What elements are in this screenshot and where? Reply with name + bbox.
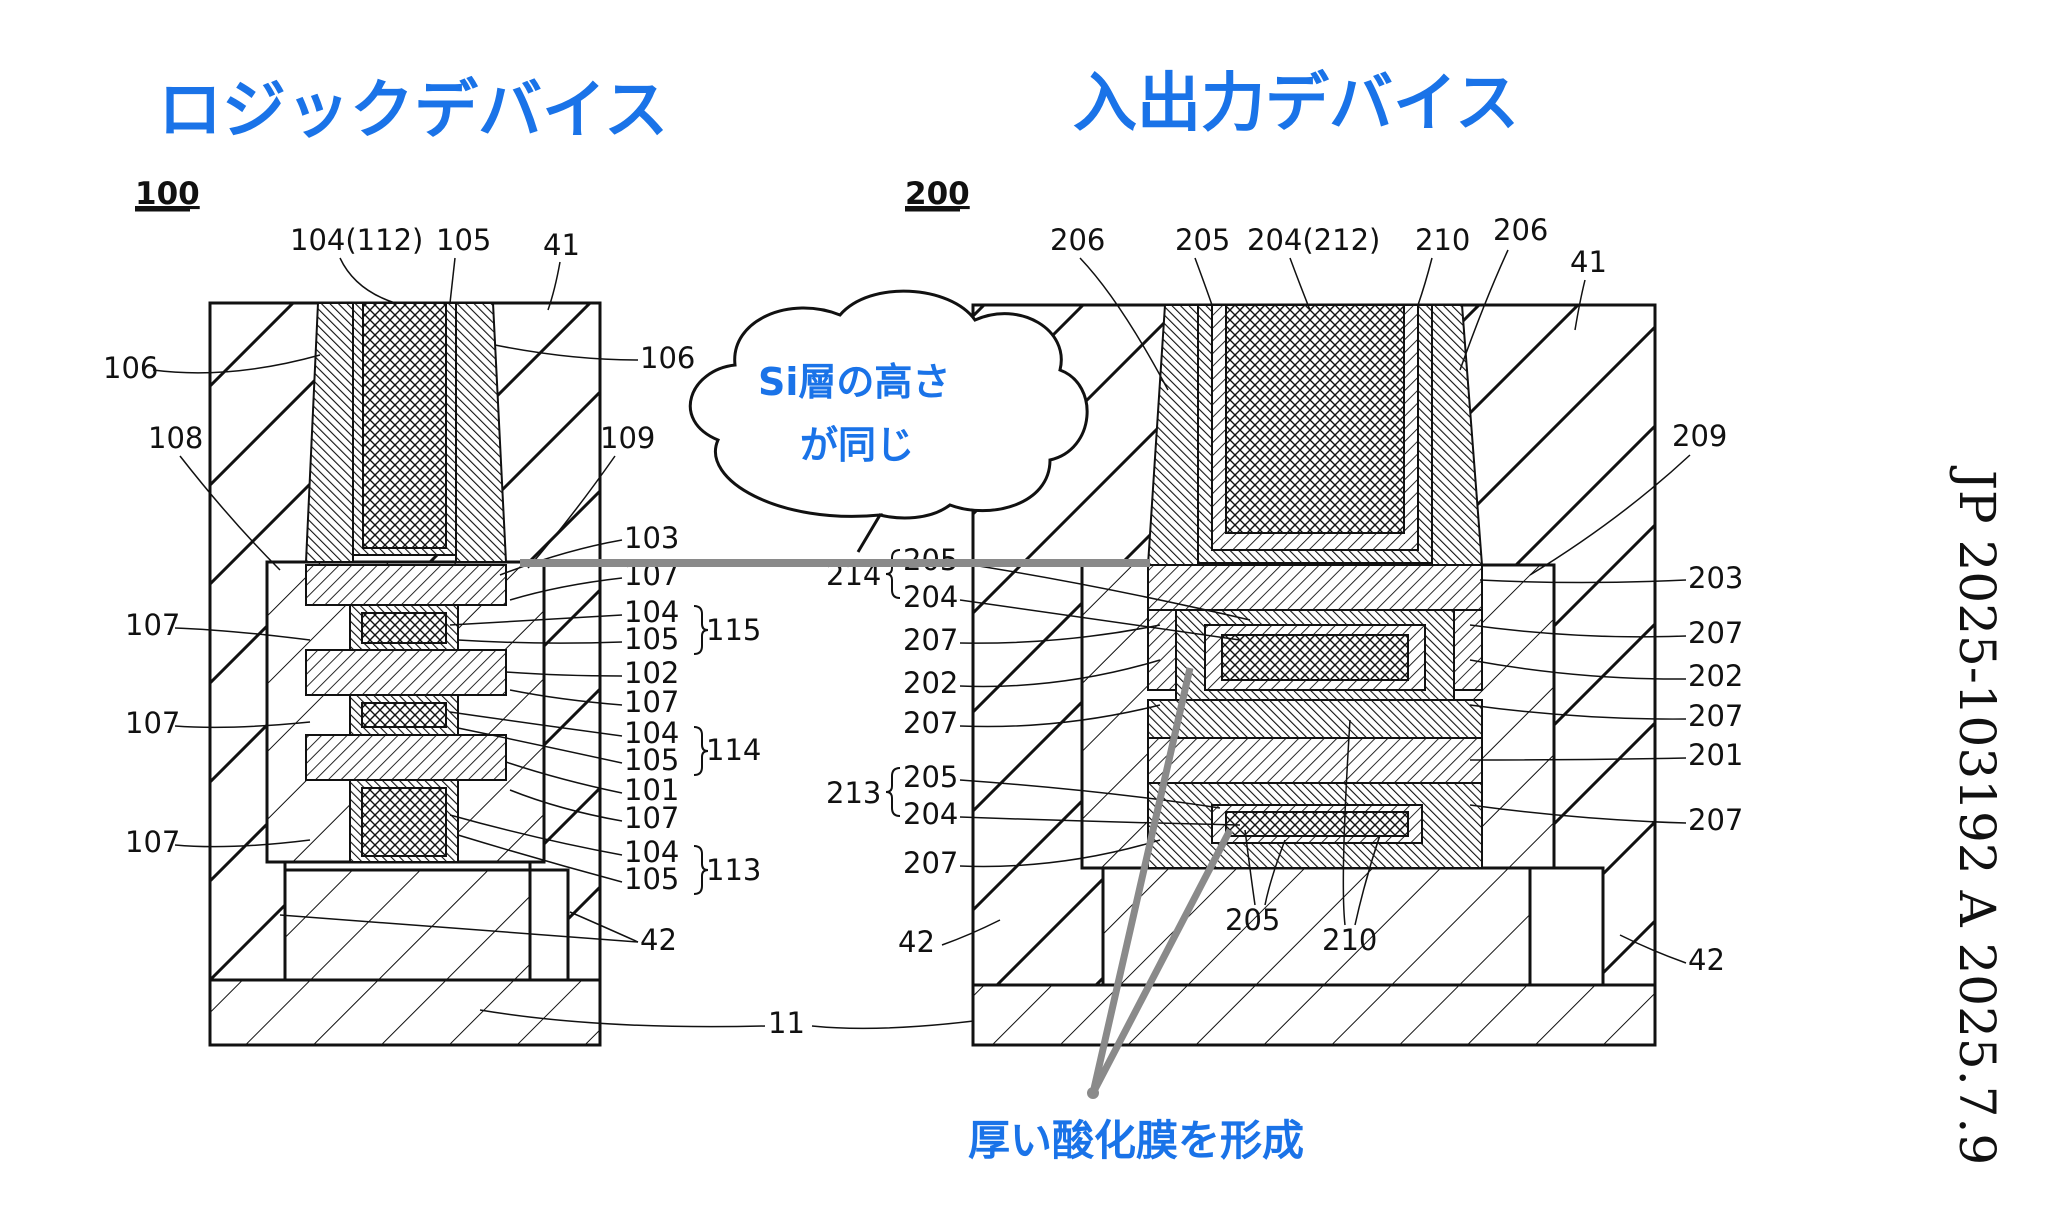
label-205-bottom: 205 bbox=[1225, 903, 1280, 937]
label-104-a: 104 bbox=[624, 595, 679, 629]
gate-213-core bbox=[1225, 811, 1409, 837]
label-105-a: 105 bbox=[624, 622, 679, 656]
label-203: 203 bbox=[1688, 561, 1743, 595]
region-42-right bbox=[1101, 866, 1532, 987]
label-206-b: 206 bbox=[1493, 213, 1548, 247]
si-layer-101 bbox=[305, 734, 507, 781]
label-102: 102 bbox=[624, 656, 679, 690]
label-209: 209 bbox=[1672, 419, 1727, 453]
label-213: 213 bbox=[826, 776, 881, 810]
gate-204-212 bbox=[1225, 304, 1405, 534]
substrate-11-right bbox=[971, 983, 1657, 1047]
label-202-right: 202 bbox=[1688, 659, 1743, 693]
label-104-112: 104(112) bbox=[290, 223, 423, 257]
gate-113-core bbox=[361, 787, 447, 857]
label-105-b: 105 bbox=[624, 743, 679, 777]
label-104-c: 104 bbox=[624, 835, 679, 869]
thick-oxide-pointer-a bbox=[1089, 667, 1194, 1094]
label-106-left: 106 bbox=[103, 351, 158, 385]
region-202-left bbox=[1147, 609, 1177, 691]
label-107-b: 107 bbox=[624, 685, 679, 719]
thick-oxide-pointer-b bbox=[1089, 828, 1234, 1095]
label-101: 101 bbox=[624, 773, 679, 807]
figure-number-right: 200 bbox=[905, 176, 970, 212]
label-207-l3: 207 bbox=[903, 846, 958, 880]
si-layer-102 bbox=[305, 649, 507, 696]
gate-214-core bbox=[1221, 634, 1409, 681]
label-207-r1: 207 bbox=[1688, 616, 1743, 650]
label-207-l2: 207 bbox=[903, 706, 958, 740]
label-107-left-3: 107 bbox=[125, 825, 180, 859]
figure-number-left: 100 bbox=[135, 176, 200, 212]
label-201: 201 bbox=[1688, 738, 1743, 772]
label-107-left-2: 107 bbox=[125, 706, 180, 740]
callout-line-1: Si層の高さ bbox=[758, 360, 950, 404]
label-207-l1: 207 bbox=[903, 623, 958, 657]
si-layer-203 bbox=[1147, 564, 1483, 611]
label-41-left: 41 bbox=[543, 228, 580, 262]
callout-line-2: が同じ bbox=[800, 423, 914, 467]
label-42-right-l: 42 bbox=[898, 925, 935, 959]
label-42-left: 42 bbox=[640, 923, 677, 957]
spacer-201-band bbox=[1147, 699, 1483, 739]
label-41-right: 41 bbox=[1570, 245, 1607, 279]
label-205-top: 205 bbox=[1175, 223, 1230, 257]
label-210-bottom: 210 bbox=[1322, 923, 1377, 957]
label-108: 108 bbox=[148, 421, 203, 455]
annotation-lines bbox=[520, 559, 1234, 1099]
label-105-c: 105 bbox=[624, 862, 679, 896]
logic-device-title: ロジックデバイス bbox=[158, 74, 668, 148]
label-206-a: 206 bbox=[1050, 223, 1105, 257]
label-11: 11 bbox=[768, 1006, 805, 1040]
label-204-212: 204(212) bbox=[1247, 223, 1380, 257]
region-202-right bbox=[1453, 609, 1483, 691]
si-layer-201 bbox=[1147, 737, 1483, 784]
gate-114-core bbox=[361, 702, 447, 728]
io-device-labels: 206 205 204(212) 210 206 41 209 214 205 … bbox=[826, 213, 1743, 977]
callout-bubble bbox=[688, 289, 1089, 553]
thick-oxide-pointer-origin bbox=[1087, 1087, 1099, 1099]
label-106-right: 106 bbox=[640, 341, 695, 375]
label-204-214: 204 bbox=[903, 580, 958, 614]
gate-115-core bbox=[361, 612, 447, 644]
label-105-top-left: 105 bbox=[436, 223, 491, 257]
label-104-b: 104 bbox=[624, 716, 679, 750]
gate-104-left bbox=[362, 302, 447, 549]
si-layer-103 bbox=[305, 564, 507, 606]
io-device-title: 入出力デバイス bbox=[1073, 67, 1519, 141]
label-205-213: 205 bbox=[903, 760, 958, 794]
publication-info: JP 2025-103192 A 2025.7.9 bbox=[1948, 465, 2006, 1165]
thick-oxide-annotation: 厚い酸化膜を形成 bbox=[968, 1116, 1304, 1165]
label-207-r3: 207 bbox=[1688, 803, 1743, 837]
label-210-top: 210 bbox=[1415, 223, 1470, 257]
label-107-left-1: 107 bbox=[125, 608, 180, 642]
si-height-callout: Si層の高さ が同じ bbox=[688, 289, 1089, 553]
label-204-213: 204 bbox=[903, 797, 958, 831]
label-113: 113 bbox=[706, 853, 761, 887]
label-207-r2: 207 bbox=[1688, 699, 1743, 733]
label-103: 103 bbox=[624, 521, 679, 555]
label-115: 115 bbox=[706, 613, 761, 647]
label-107-c: 107 bbox=[624, 801, 679, 835]
label-114: 114 bbox=[706, 733, 761, 767]
label-42-right-r: 42 bbox=[1688, 943, 1725, 977]
label-202-left: 202 bbox=[903, 666, 958, 700]
logic-device-cross-section bbox=[208, 301, 602, 1047]
io-device-cross-section bbox=[971, 303, 1657, 1047]
label-109: 109 bbox=[600, 421, 655, 455]
substrate-11-left bbox=[208, 978, 602, 1047]
